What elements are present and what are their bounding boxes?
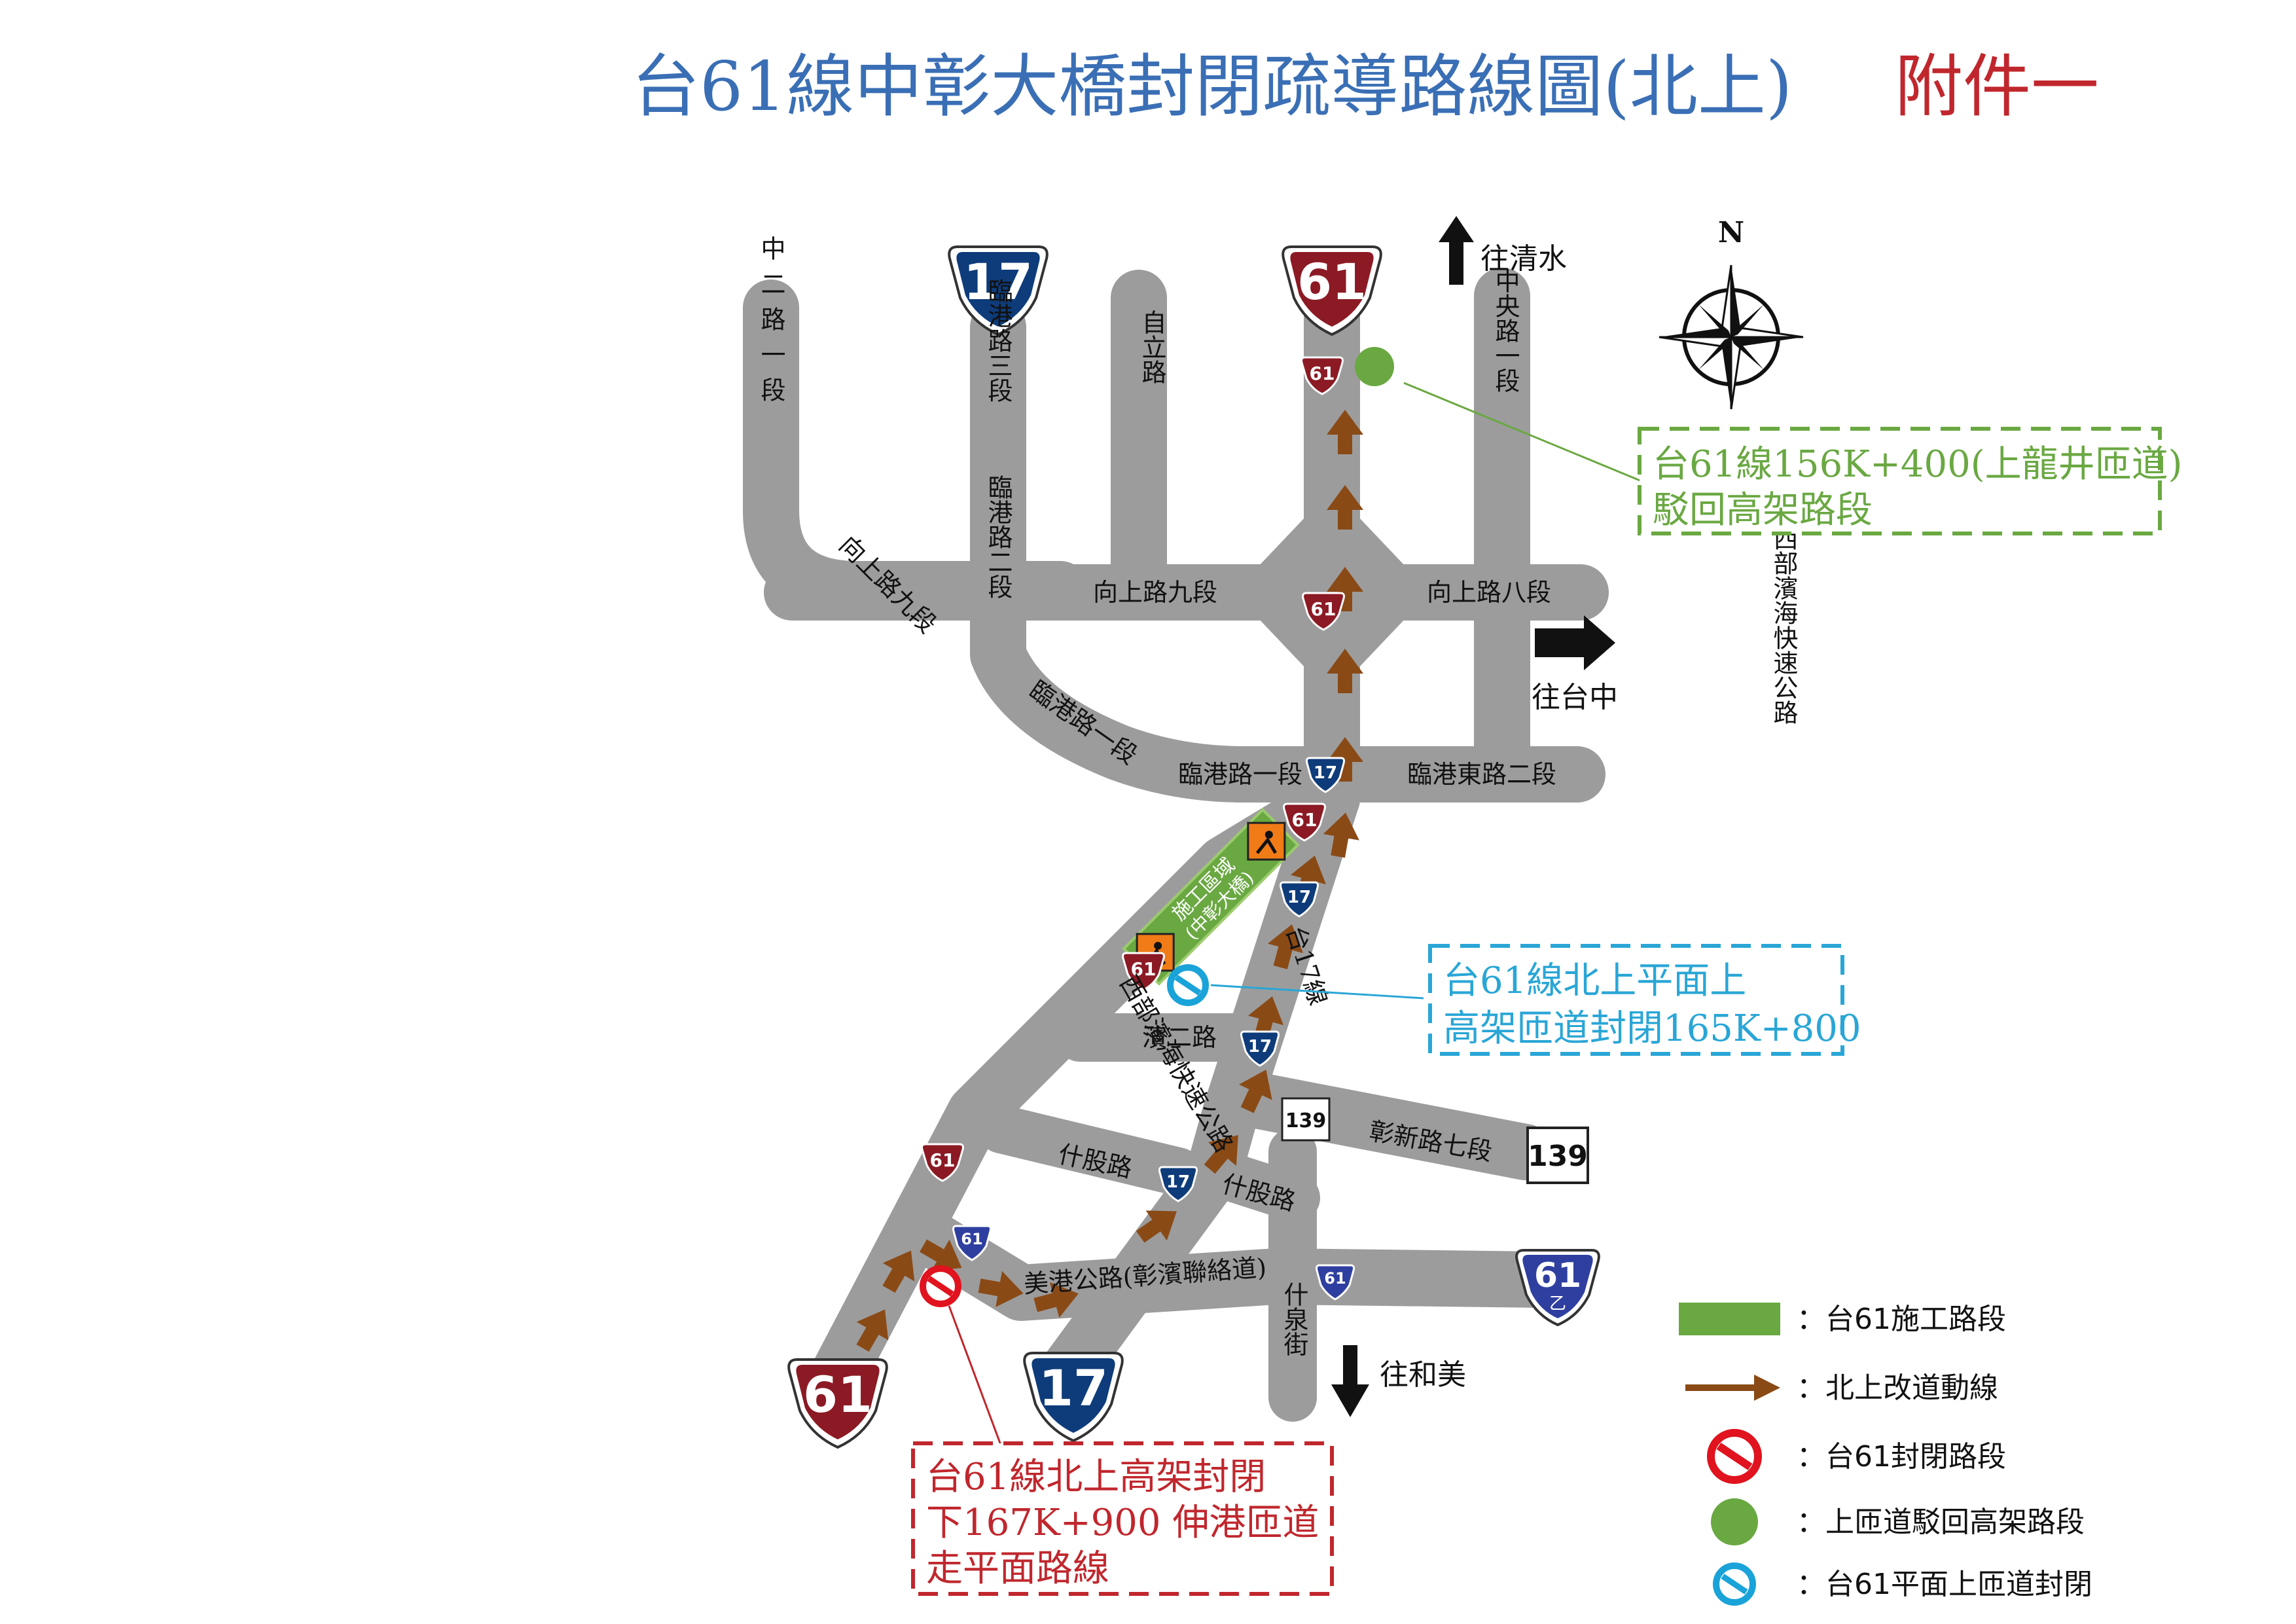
legend-return-icon [1711,1498,1758,1545]
callout-blue-line2: 高架匝道封閉165K+800 [1443,1007,1861,1050]
road-meigang [901,1209,1573,1321]
legend-construction-swatch [1679,1303,1780,1335]
svg-text:61: 61 [1311,598,1336,620]
legend-ramp-closed-icon [1713,1562,1756,1606]
label-xiangshang9: 向上路九段 [1093,578,1217,607]
annex-label: 附件一 [1895,46,2099,126]
callout-green-line1: 台61線156K+400(上龍井匝道) [1653,443,2182,486]
legend-return-label: ：上匝道駁回高架路段 [1797,1506,2085,1539]
arrow-down-icon [1331,1345,1369,1417]
route-17-small-shield: 17 [1240,1030,1280,1067]
svg-text:61: 61 [803,1365,872,1424]
route-17-small-shield: 17 [1158,1166,1198,1202]
callout-red-line1: 台61線北上高架封閉 [926,1456,1266,1498]
road-shigu-west [977,1105,1202,1196]
compass-rose-icon: N [1659,216,1804,410]
label-zhongyang: 中央路一段 [1491,268,1520,393]
label-bin2: 濱二路 [1142,1023,1217,1052]
direction-qingshui-label: 往清水 [1480,242,1567,276]
legend-construction-label: ：台61施工路段 [1797,1303,2006,1336]
callout-blue-box [1428,944,1844,1056]
svg-text:17: 17 [1248,1037,1272,1056]
direction-hemei: 往和美 [1331,1345,1466,1417]
route-61-small-shield: 61 [1300,356,1344,395]
map-title: 台61線中彰大橋封閉疏導路線圖(北上) [632,46,1793,126]
legend-detour-arrow-icon [1685,1375,1780,1401]
svg-text:61: 61 [1292,809,1318,831]
callout-blue-leader [1210,984,1424,1000]
direction-qingshui: 往清水 [1439,216,1567,285]
label-linxiang3: 臨港路三段 [984,278,1013,403]
svg-text:17: 17 [1166,1172,1190,1192]
route-61-small-shield: 61 [1122,952,1165,991]
route-139-sign: 139 [1526,1127,1589,1184]
svg-text:17: 17 [1039,1359,1108,1417]
direction-hemei-label: 往和美 [1380,1358,1466,1392]
roundabout [1244,501,1420,684]
label-linxiangdong2: 臨港東路二段 [1407,760,1556,789]
ramp-closed-marker [1167,964,1209,1006]
svg-text:139: 139 [1285,1110,1327,1132]
svg-text:61: 61 [1310,363,1335,384]
callout-red-leader [948,1305,1003,1447]
callout-red-box [911,1441,1334,1596]
callout-green-leader [1403,382,1650,486]
arrow-right-icon [1535,615,1615,670]
svg-text:61: 61 [1534,1256,1581,1295]
label-linxiang2: 臨港路二段 [984,475,1013,599]
route-61b-small-shield: 61 [952,1225,992,1261]
callout-green-line2: 駁回高架路段 [1653,489,1873,532]
legend: ：台61施工路段 ：北上改道動線 ：台61封閉路段 ：上匝道駁回高架路段 ：台6… [1679,1303,2092,1606]
svg-text:139: 139 [1528,1140,1588,1173]
callout-red-line2: 下167K+900 伸港匝道 [926,1502,1319,1544]
route-61-shield: 61 [787,1358,888,1449]
svg-text:61: 61 [1324,1269,1346,1288]
label-xiangshang8: 向上路八段 [1427,578,1551,607]
closure-marker [920,1265,961,1307]
svg-text:61: 61 [1131,958,1157,980]
route-17-shield: 17 [1023,1352,1124,1443]
svg-text:17: 17 [963,253,1033,311]
compass-north: N [1718,216,1744,249]
svg-text:61: 61 [1297,253,1367,311]
route-61-small-shield: 61 [1302,592,1345,631]
route-61b-small-shield: 61 [1316,1264,1355,1301]
label-zili: 自立路 [1138,310,1166,384]
svg-text:17: 17 [1287,888,1311,907]
road-linxiang-curve [970,299,1272,803]
label-linxiang1: 臨港路一段 [1178,760,1302,789]
direction-taichung: 往台中 [1532,615,1618,714]
route-61-small-shield: 61 [921,1143,964,1182]
label-shiquan: 什泉街 [1280,1282,1308,1356]
label-zhonger: 中二路一段 [757,236,785,412]
callout-green-box [1638,427,2162,535]
route-17-small-shield: 17 [1280,881,1319,918]
direction-taichung-label: 往台中 [1532,681,1618,714]
callout-red-line3: 走平面路線 [926,1547,1109,1590]
route-139-sign: 139 [1281,1097,1331,1142]
legend-closure-label: ：台61封閉路段 [1797,1440,2006,1473]
svg-text:乙: 乙 [1549,1294,1566,1314]
arrow-up-icon [1439,216,1474,285]
svg-text:17: 17 [1314,763,1337,783]
svg-text:61: 61 [961,1230,982,1248]
label-west-coast-hwy: 西部濱海快速公路 [1769,526,1798,725]
road-network [743,268,1609,1422]
legend-detour-label: ：北上改道動線 [1797,1371,1998,1405]
callout-blue-line1: 台61線北上平面上 [1443,960,1746,1002]
legend-ramp-closed-label: ：台61平面上匝道封閉 [1797,1568,2092,1601]
route-17-small-shield: 17 [1306,757,1345,793]
route-17-shield: 17 [948,245,1049,336]
return-point-marker [1355,347,1394,386]
route-61b-shield: 61 乙 [1515,1249,1600,1327]
legend-closure-icon [1707,1429,1762,1484]
route-61-small-shield: 61 [1283,803,1326,842]
worker-sign-icon [1247,821,1286,861]
route-61-shield: 61 [1282,245,1382,336]
svg-text:61: 61 [930,1149,956,1171]
